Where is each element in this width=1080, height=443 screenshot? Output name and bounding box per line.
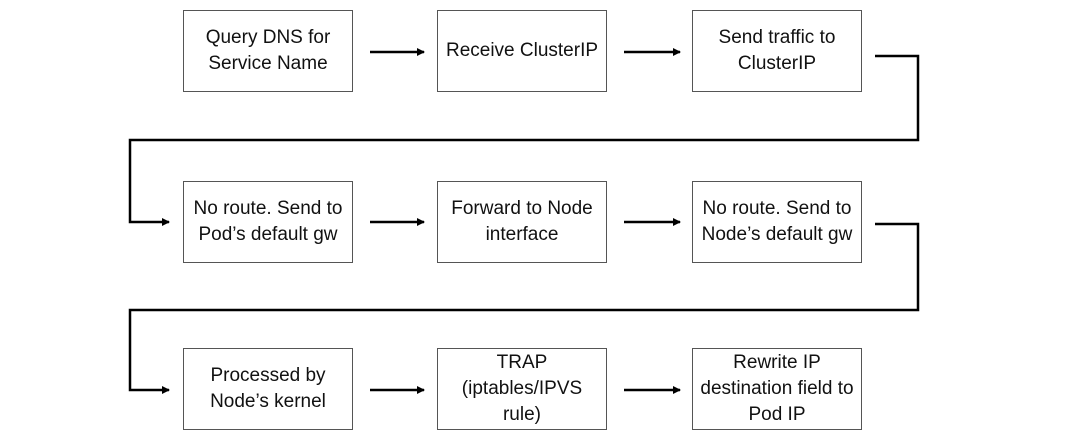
- wrap-connector-step3-to-step4: [128, 54, 920, 226]
- step-query-dns-box: Query DNS for Service Name: [183, 10, 353, 92]
- step-forward-to-node-box: Forward to Node interface: [437, 181, 607, 263]
- step-rewrite-ip-box: Rewrite IP destination field to Pod IP: [692, 348, 862, 430]
- wrap-connector-step6-to-step7: [128, 222, 920, 394]
- step-trap-label: TRAP (iptables/IPVS rule): [461, 352, 583, 425]
- step-query-dns-label: Query DNS for Service Name: [205, 27, 331, 74]
- step-node-default-gw-label: No route. Send to Node’s default gw: [701, 198, 853, 245]
- step-node-kernel-label: Processed by Node’s kernel: [210, 365, 326, 412]
- step-send-traffic-box: Send traffic to ClusterIP: [692, 10, 862, 92]
- step-rewrite-ip-label: Rewrite IP destination field to Pod IP: [700, 352, 854, 425]
- step-pod-default-gw-label: No route. Send to Pod’s default gw: [193, 198, 343, 245]
- step-receive-clusterip-box: Receive ClusterIP: [437, 10, 607, 92]
- step-node-kernel-box: Processed by Node’s kernel: [183, 348, 353, 430]
- step-receive-clusterip-label: Receive ClusterIP: [445, 40, 599, 61]
- step-pod-default-gw-box: No route. Send to Pod’s default gw: [183, 181, 353, 263]
- step-node-default-gw-box: No route. Send to Node’s default gw: [692, 181, 862, 263]
- step-trap-box: TRAP (iptables/IPVS rule): [437, 348, 607, 430]
- step-send-traffic-label: Send traffic to ClusterIP: [718, 27, 836, 74]
- step-forward-to-node-label: Forward to Node interface: [451, 198, 593, 245]
